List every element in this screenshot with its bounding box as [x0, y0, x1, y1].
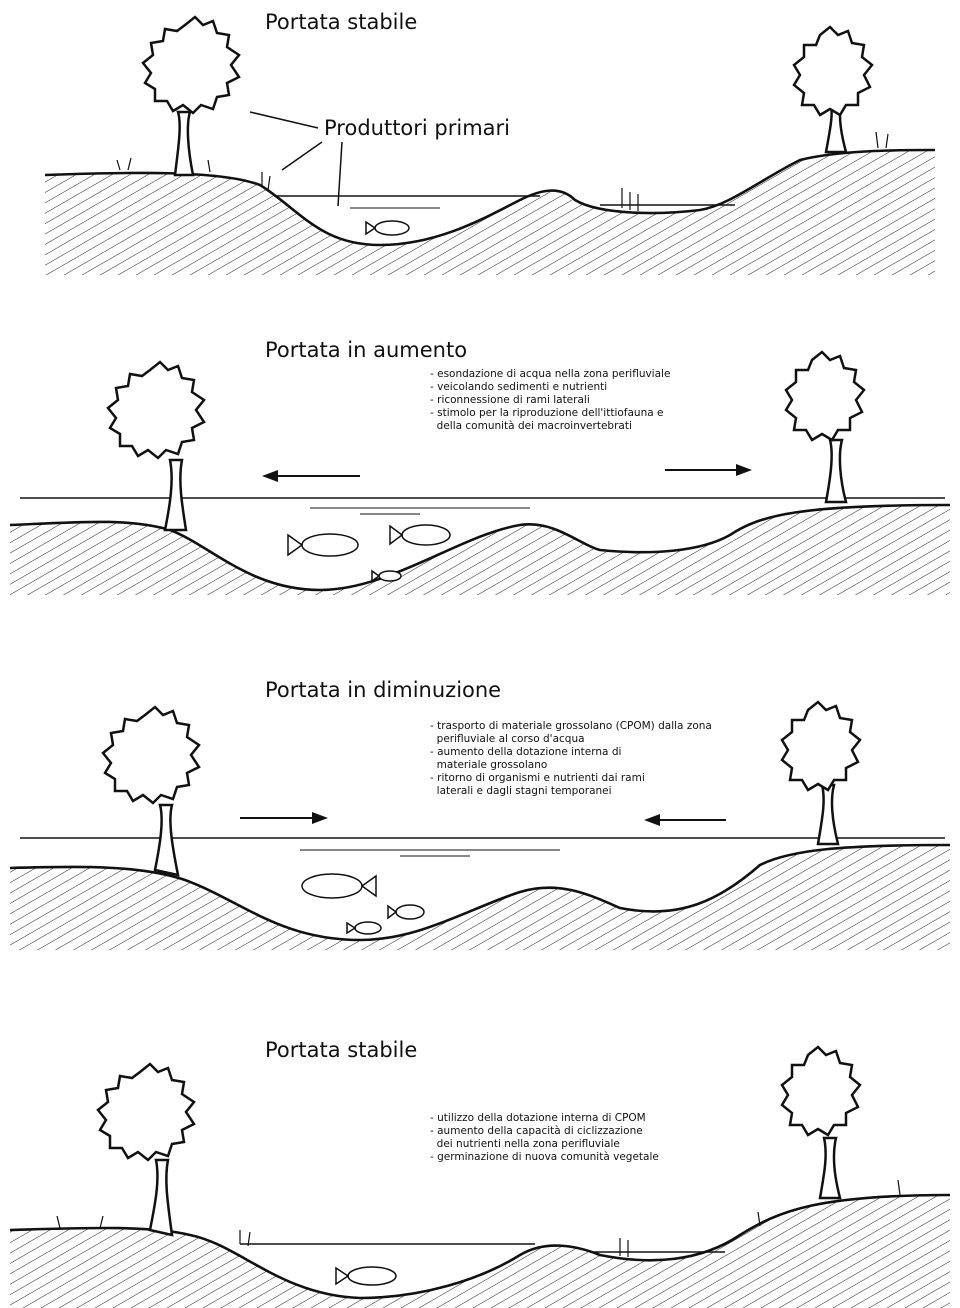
tree-icon — [780, 700, 862, 846]
riverbed-cross-section-4 — [9, 1045, 951, 1308]
tree-icon — [96, 1062, 196, 1237]
note-item: - stimolo per la riproduzione dell'ittio… — [430, 407, 664, 419]
note-item: materiale grossolano — [430, 759, 548, 771]
panel-falling-flow: Portata in diminuzione - trasporto di ma… — [0, 670, 960, 990]
fish-icon — [365, 220, 410, 236]
note-item: della comunità dei macroinvertebrati — [430, 420, 632, 432]
riverbed-cross-section-2 — [9, 350, 951, 595]
arrow-right-icon — [240, 812, 328, 824]
riverbed-cross-section-3 — [9, 700, 951, 950]
note-item: - trasporto di materiale grossolano (CPO… — [430, 720, 712, 732]
panel-stable-flow-1: Portata stabile Produttori primari — [0, 0, 960, 320]
arrow-left-icon — [262, 470, 360, 482]
panel-title: Portata in diminuzione — [265, 678, 502, 702]
panel-stable-flow-2: Portata stabile - utilizzo della dotazio… — [0, 1030, 960, 1308]
notes-list: - esondazione di acqua nella zona perifl… — [430, 368, 670, 433]
riverbed-cross-section-1 — [44, 15, 936, 275]
note-item: laterali e dagli stagni temporanei — [430, 785, 612, 797]
note-item: dei nutrienti nella zona perifluviale — [430, 1138, 620, 1150]
note-item: - germinazione di nuova comunità vegetal… — [430, 1151, 659, 1163]
primary-producers-label: Produttori primari — [324, 116, 511, 140]
note-item: - aumento della dotazione interna di — [430, 746, 622, 758]
fish-icon — [346, 921, 382, 935]
tree-icon — [106, 360, 206, 532]
notes-list: - utilizzo della dotazione interna di CP… — [430, 1112, 659, 1164]
arrow-left-icon — [644, 814, 726, 826]
arrow-right-icon — [665, 464, 752, 476]
note-item: perifluviale al corso d'acqua — [430, 733, 585, 745]
tree-icon — [141, 15, 241, 177]
panel-rising-flow: Portata in aumento - esondazione di acqu… — [0, 330, 960, 650]
note-item: - veicolando sedimenti e nutrienti — [430, 381, 608, 393]
fish-icon — [287, 533, 359, 557]
tree-icon — [101, 705, 201, 877]
panel-title: Portata stabile — [265, 10, 418, 34]
tree-icon — [780, 1045, 862, 1200]
tree-icon — [792, 25, 874, 154]
note-item: - riconnessione di rami laterali — [430, 394, 590, 406]
note-item: - utilizzo della dotazione interna di CP… — [430, 1112, 646, 1124]
note-item: - ritorno di organismi e nutrienti dai r… — [430, 772, 645, 784]
note-item: - aumento della capacità di ciclizzazion… — [430, 1125, 643, 1137]
note-item: - esondazione di acqua nella zona perifl… — [430, 368, 671, 380]
panel-title: Portata stabile — [265, 1038, 418, 1062]
fish-icon — [389, 524, 451, 546]
fish-icon — [387, 904, 425, 920]
fish-icon — [301, 873, 377, 899]
fish-icon — [335, 1266, 397, 1286]
fish-icon — [371, 569, 402, 583]
panel-title: Portata in aumento — [265, 338, 468, 362]
tree-icon — [784, 350, 866, 504]
notes-list: - trasporto di materiale grossolano (CPO… — [430, 720, 712, 798]
